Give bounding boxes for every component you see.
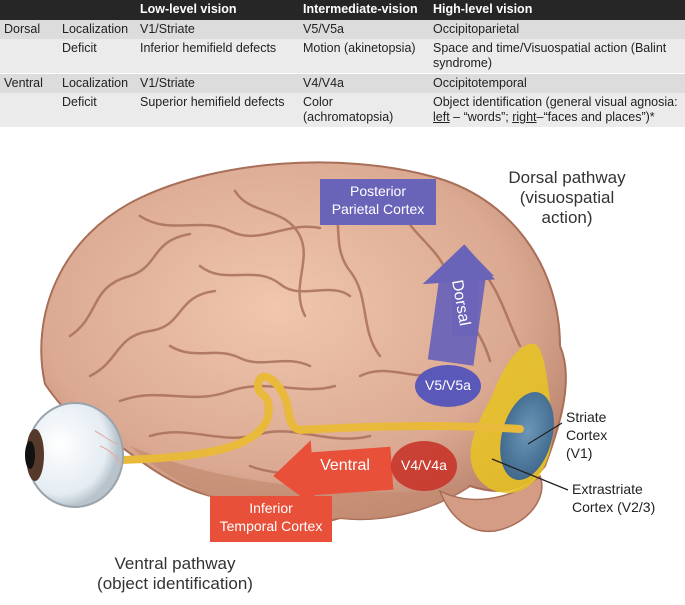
table-row: Deficit Superior hemifield defects Color…	[0, 93, 685, 127]
cerebellum	[438, 474, 543, 533]
table-cell: Space and time/Visuospatial action (Bali…	[429, 39, 685, 74]
table-cell: Superior hemifield defects	[136, 93, 299, 127]
ventral-arrow	[273, 440, 394, 508]
v4-label: V4/V4a	[401, 457, 447, 473]
dorsal-pathway-title: Dorsal pathway (visuospatial action)	[492, 168, 642, 228]
cell-text: –“faces and places”)*	[536, 110, 655, 124]
ppc-box	[320, 179, 436, 225]
right-underline: right	[512, 110, 537, 124]
row-label: Localization	[58, 20, 136, 39]
v5-region	[415, 365, 481, 407]
itc-line2: Temporal Cortex	[219, 518, 323, 534]
table-cell	[0, 93, 58, 127]
table-cell: Color (achromatopsia)	[299, 93, 429, 127]
row-label: Deficit	[58, 93, 136, 127]
row-label: Localization	[58, 73, 136, 93]
extrastriate-line2: Cortex (V2/3)	[572, 499, 656, 515]
ventral-title-line1: Ventral pathway	[114, 554, 236, 573]
optic-tract	[116, 373, 524, 464]
table-cell: V1/Striate	[136, 20, 299, 39]
header-low-level: Low-level vision	[136, 0, 299, 20]
striate-line2: Cortex	[566, 427, 608, 443]
ppc-line2: Parietal Cortex	[331, 201, 425, 217]
striate-line1: Striate	[566, 409, 607, 425]
table-cell: Occipitotemporal	[429, 73, 685, 93]
striate-region	[500, 392, 554, 480]
pathway-ventral: Ventral	[0, 73, 58, 93]
table-cell: Object identification (general visual ag…	[429, 93, 685, 127]
table-cell: V1/Striate	[136, 73, 299, 93]
dorsal-title-line2: (visuospatial action)	[519, 188, 615, 227]
itc-box	[210, 496, 332, 542]
eye	[25, 402, 124, 508]
extrastriate-label: Extrastriate Cortex (V2/3)	[572, 480, 655, 516]
ventral-title-line2: (object identification)	[97, 574, 253, 593]
ppc-line1: Posterior	[349, 183, 407, 199]
ventral-pathway-title: Ventral pathway (object identification)	[75, 554, 275, 594]
ppc-label: Posterior Parietal Cortex	[320, 182, 436, 218]
left-underline: left	[433, 110, 450, 124]
table-cell	[0, 39, 58, 74]
v5-label: V5/V5a	[425, 377, 471, 393]
dorsal-title-line1: Dorsal pathway	[508, 168, 626, 187]
table-cell: V4/V4a	[299, 73, 429, 93]
header-blank-1	[0, 0, 58, 20]
striate-label: Striate Cortex (V1)	[566, 408, 607, 462]
extrastriate-leader	[491, 458, 569, 491]
row-label: Deficit	[58, 39, 136, 74]
cell-text: Object identification (general visual ag…	[433, 95, 678, 109]
table-cell: Occipitoparietal	[429, 20, 685, 39]
itc-line1: Inferior	[249, 500, 293, 516]
table-cell: Motion (akinetopsia)	[299, 39, 429, 74]
table-row: Deficit Inferior hemifield defects Motio…	[0, 39, 685, 74]
dorsal-arrow	[422, 244, 495, 366]
v4-region	[391, 441, 457, 491]
header-high-level: High-level vision	[429, 0, 685, 20]
table-cell: Inferior hemifield defects	[136, 39, 299, 74]
table-cell: V5/V5a	[299, 20, 429, 39]
extrastriate-line1: Extrastriate	[572, 481, 643, 497]
header-intermediate: Intermediate-vision	[299, 0, 429, 20]
striate-leader	[527, 422, 563, 445]
table-header-row: Low-level vision Intermediate-vision Hig…	[0, 0, 685, 20]
brain-illustration	[25, 161, 569, 542]
table-row: Dorsal Localization V1/Striate V5/V5a Oc…	[0, 20, 685, 39]
pathway-dorsal: Dorsal	[0, 20, 58, 39]
itc-label: Inferior Temporal Cortex	[210, 499, 332, 535]
cell-text: – “words”;	[449, 110, 513, 124]
ventral-arrow-label: Ventral	[320, 457, 370, 474]
vision-table: Low-level vision Intermediate-vision Hig…	[0, 0, 685, 127]
brain-diagram: Dorsal pathway (visuospatial action) Pos…	[0, 146, 685, 600]
striate-line3: (V1)	[566, 445, 593, 461]
header-blank-2	[58, 0, 136, 20]
table-row: Ventral Localization V1/Striate V4/V4a O…	[0, 73, 685, 93]
